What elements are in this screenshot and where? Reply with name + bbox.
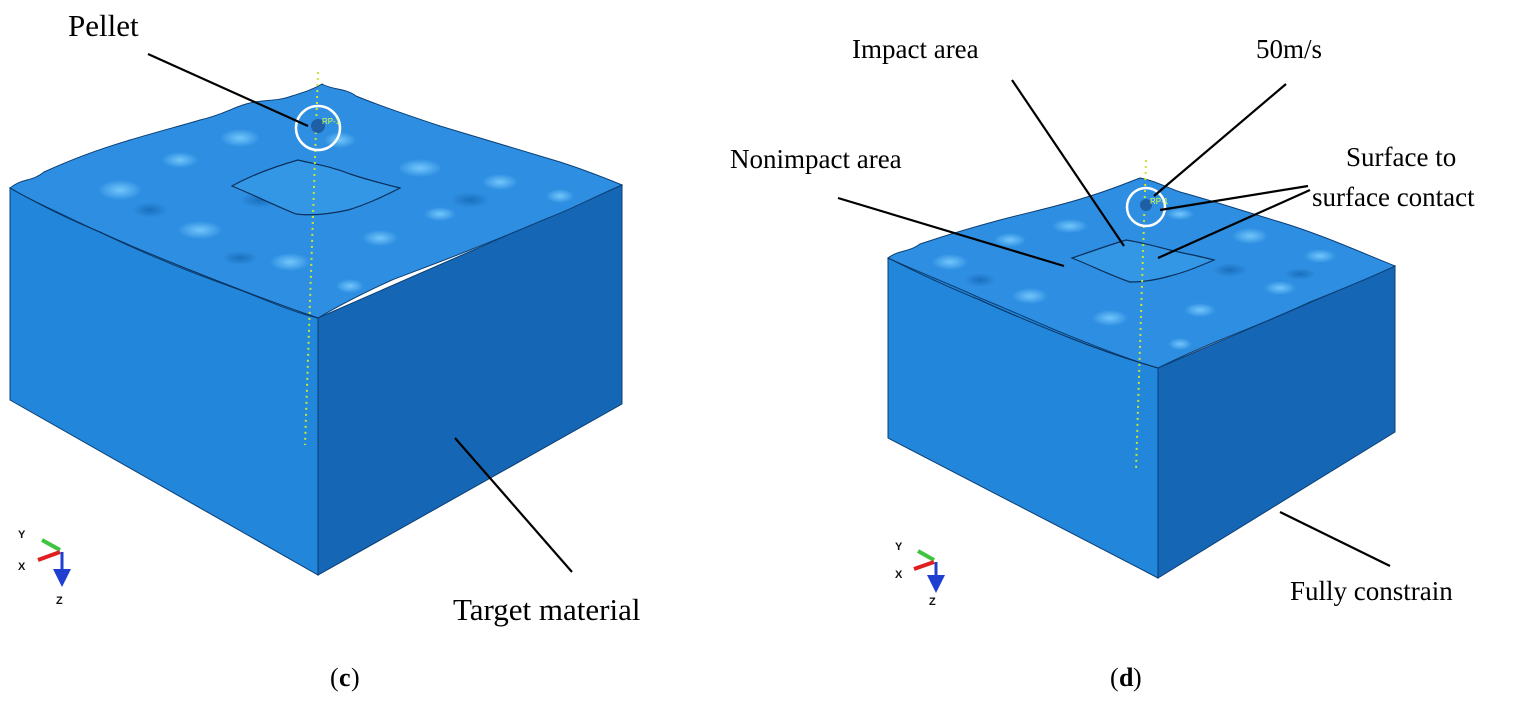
y-axis-arrow (917, 549, 935, 562)
axis-z-label: Z (56, 595, 63, 607)
caption-c-letter: c (339, 663, 351, 692)
pellet-marker-d (1125, 186, 1167, 228)
leader-fully-constrain (1279, 511, 1391, 567)
axis-triad-d: Y X Z (895, 541, 945, 608)
axis-triad-c: Y X Z (18, 529, 71, 607)
rp-label-d: RP-1 (1150, 197, 1169, 206)
reference-line-d (1135, 159, 1147, 471)
panel-c: RP-1 Pellet Target material Y X Z ( c ) (9, 8, 640, 692)
pellet-d (1140, 199, 1152, 211)
axis-y-label: Y (18, 529, 26, 541)
axis-x-label: X (895, 569, 903, 581)
label-target-material: Target material (453, 592, 640, 627)
y-axis-arrow (41, 538, 61, 552)
caption-c-close: ) (351, 663, 360, 692)
axis-x-label: X (18, 561, 26, 573)
leader-pellet (147, 52, 309, 128)
target-block-c (9, 83, 624, 576)
target-block-d (887, 177, 1397, 579)
top-edge-line (9, 187, 319, 319)
rp-label-c: RP-1 (322, 117, 341, 126)
x-axis-arrow (37, 550, 61, 562)
caption-d-letter: d (1119, 663, 1134, 692)
leader-impact-area (1011, 79, 1125, 247)
surface-texture (932, 208, 1336, 350)
caption-d-close: ) (1133, 663, 1142, 692)
impact-area-outline (1070, 239, 1216, 283)
panel-d: RP-1 Impact area 50m/s Nonimpact area Su… (730, 34, 1475, 692)
axis-y-label: Y (895, 541, 903, 553)
label-impact-area: Impact area (852, 34, 979, 64)
label-velocity: 50m/s (1256, 34, 1322, 64)
reference-line-c (304, 71, 319, 446)
leader-velocity (1153, 83, 1287, 197)
leader-contact-a (1159, 184, 1309, 212)
caption-d-open: ( (1110, 663, 1119, 692)
axis-z-label: Z (929, 596, 936, 608)
x-axis-arrow (913, 560, 935, 571)
top-edge-line (887, 257, 1159, 369)
caption-c-open: ( (330, 663, 339, 692)
leader-nonimpact-area (837, 196, 1065, 268)
pellet-c (311, 119, 325, 133)
label-contact-line1: Surface to (1346, 142, 1456, 172)
label-nonimpact-area: Nonimpact area (730, 144, 902, 174)
label-pellet: Pellet (68, 8, 139, 43)
label-contact-line2: surface contact (1312, 182, 1475, 212)
leader-target (454, 437, 573, 573)
label-fully-constrain: Fully constrain (1290, 576, 1453, 606)
pellet-marker-c (294, 104, 342, 152)
impact-area-outline (230, 159, 402, 216)
leader-contact-b (1157, 188, 1311, 260)
